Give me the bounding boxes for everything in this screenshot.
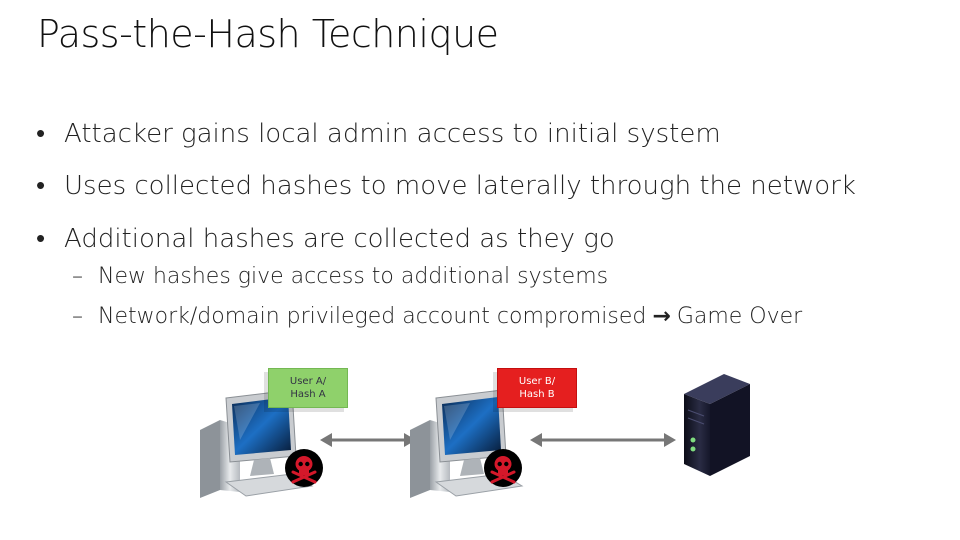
sub-bullet-text: New hashes give access to additional sys… (98, 264, 609, 289)
sub-bullet-item: –New hashes give access to additional sy… (72, 264, 608, 289)
dash-glyph: – (72, 304, 83, 329)
diagram-graphics (199, 374, 750, 499)
bullet-text: Attacker gains local admin access to ini… (64, 119, 721, 149)
user-a-hash-label: User A/ Hash A (268, 368, 348, 408)
bullet-item: • Uses collected hashes to move laterally… (36, 170, 856, 201)
bullet-glyph: • (36, 171, 46, 201)
pass-the-hash-diagram: User A/ Hash A User B/ Hash B (0, 360, 960, 540)
slide-title: Pass-the-Hash Technique (37, 12, 499, 56)
user-b-hash-label: User B/ Hash B (497, 368, 577, 408)
skull-icon (283, 447, 325, 489)
double-arrow-icon (320, 433, 416, 447)
bullet-text: Additional hashes are collected as they … (64, 224, 615, 254)
label-line: Hash A (290, 389, 326, 400)
sub-bullet-text: Network/domain privileged account compro… (98, 304, 647, 329)
game-over-text: Game Over (676, 304, 803, 329)
right-arrow-icon: → (652, 304, 671, 329)
bullet-glyph: • (36, 119, 46, 149)
bullet-item: • Additional hashes are collected as they… (36, 223, 615, 254)
label-line: Hash B (519, 389, 555, 400)
bullet-glyph: • (36, 224, 46, 254)
bullet-text: Uses collected hashes to move laterally … (64, 171, 856, 201)
double-arrow-icon (530, 433, 676, 447)
sub-bullet-item: –Network/domain privileged account compr… (72, 304, 802, 329)
label-line: User A/ (289, 376, 327, 387)
server-icon (684, 374, 750, 476)
label-line: User B/ (518, 376, 556, 387)
dash-glyph: – (72, 264, 83, 289)
skull-icon (482, 447, 524, 489)
bullet-item: • Attacker gains local admin access to in… (36, 118, 721, 149)
